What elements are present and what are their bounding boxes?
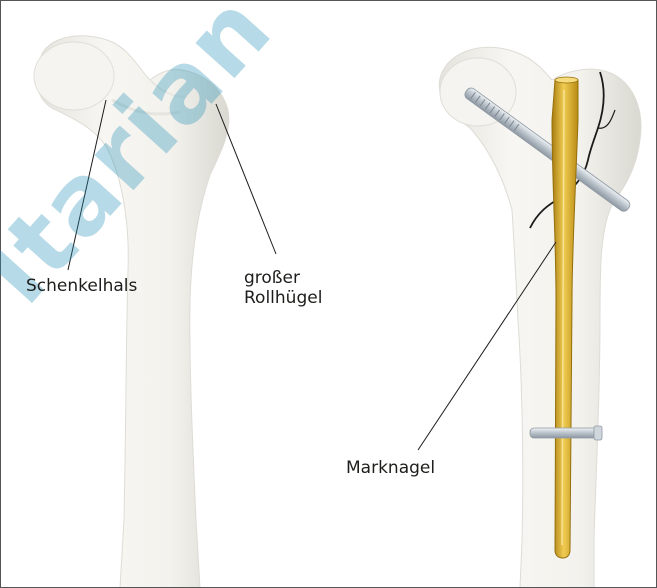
- locking-screw: [530, 426, 602, 440]
- label-intramedullary-nail: Marknagel: [346, 458, 435, 478]
- right-femur: [439, 47, 641, 588]
- left-femur: [34, 36, 229, 588]
- lag-screw: [463, 86, 632, 213]
- label-femoral-neck: Schenkelhals: [26, 276, 137, 296]
- leader-line-nail: [418, 242, 556, 450]
- intramedullary-nail: [552, 77, 578, 558]
- label-greater-trochanter-line1: großer: [244, 268, 300, 288]
- leader-lines: [68, 100, 556, 450]
- leader-line-femoral-neck: [68, 100, 106, 270]
- label-greater-trochanter-line2: Rollhügel: [244, 288, 322, 308]
- leader-line-greater-trochanter: [216, 104, 276, 254]
